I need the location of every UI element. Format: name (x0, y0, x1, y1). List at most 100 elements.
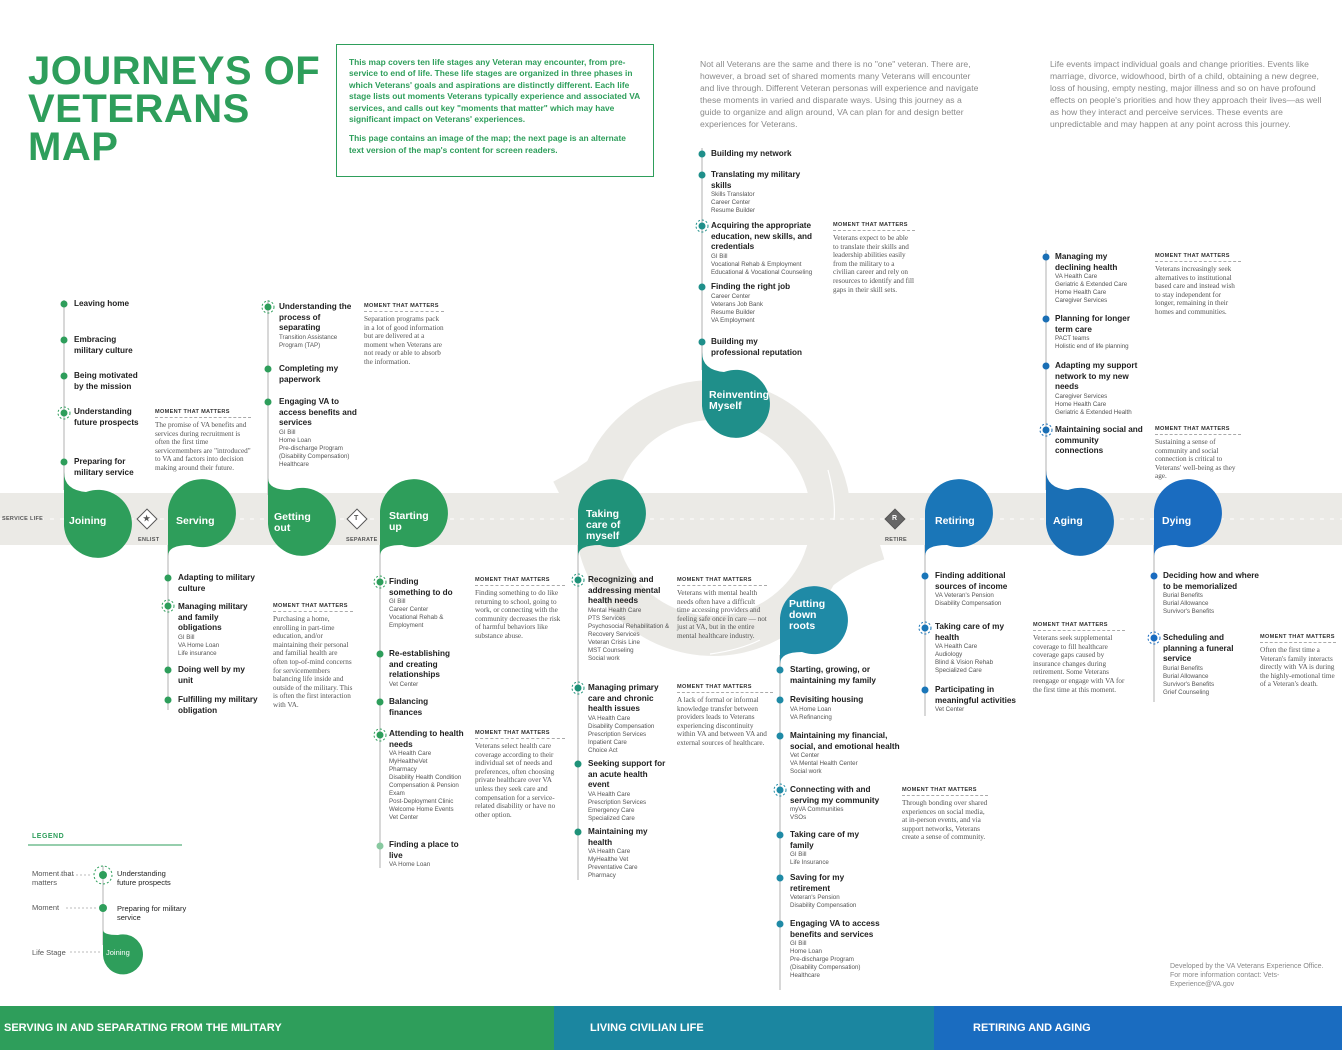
moment-title: Maintaining my financial, social, and em… (790, 731, 900, 751)
service: PACT teams (1055, 335, 1090, 342)
top-note-life-events: Life events impact individual goals and … (1050, 59, 1322, 129)
mtm-text: Separation programs pack in a lot of goo… (364, 315, 444, 366)
stage-label-starting-up: Starting up (389, 510, 429, 533)
mtm-text: Finding something to do like returning t… (475, 589, 561, 640)
service: Pre-discharge Program (Disability Compen… (279, 444, 350, 460)
moment: Finding the right job Career Center Vete… (711, 282, 821, 325)
moment-title: Re-establishing and creating relationshi… (389, 649, 450, 679)
service: Healthcare (279, 460, 309, 468)
service-life-label: SERVICE LIFE (2, 516, 44, 522)
service: Pre-discharge Program (Disability Compen… (790, 956, 861, 971)
retire-marker (884, 508, 906, 530)
mtm-text: Purchasing a home, enrolling in part-tim… (273, 615, 353, 709)
service: Compensation & Pension Exam (389, 782, 459, 797)
mtm-dying: MOMENT THAT MATTERS Often the first time… (1260, 634, 1336, 689)
moment: Being motivated by the mission (74, 371, 138, 391)
service: GI Bill (790, 851, 807, 858)
moment: Participating in meaningful activities V… (935, 685, 1025, 714)
moment-title: Scheduling and planning a funeral servic… (1163, 633, 1234, 663)
service: Skills Translator (711, 191, 755, 198)
mtm-heading: MOMENT THAT MATTERS (902, 787, 988, 796)
phase-banner-retiring: RETIRING AND AGING (934, 1006, 1342, 1050)
service: Preventative Care (588, 864, 638, 871)
service: Vet Center (389, 680, 419, 688)
service: Social work (790, 768, 822, 775)
legend-moment-label: Moment (32, 903, 60, 912)
mtm-heading: MOMENT THAT MATTERS (273, 603, 353, 612)
moment: Taking care of my family GI Bill Life In… (790, 830, 870, 867)
moment-title: Deciding how and where to be memorialize… (1163, 571, 1259, 591)
legend-heading: LEGEND (32, 833, 65, 840)
phase-banner-civilian: LIVING CIVILIAN LIFE (554, 1006, 934, 1050)
moment-title: Seeking support for an acute health even… (588, 759, 666, 789)
service: Specialized Care (588, 814, 635, 822)
mtm-heading: MOMENT THAT MATTERS (833, 222, 915, 231)
moment-title: Engaging VA to access benefits and servi… (790, 919, 880, 939)
moment-title: Engaging VA to access benefits and servi… (279, 397, 357, 427)
stage-label-serving: Serving (176, 515, 215, 527)
service: Prescription Services (588, 730, 647, 738)
stage-starting-up (380, 479, 448, 556)
service: VA Home Loan (178, 641, 220, 649)
service: PTS Services (588, 614, 626, 622)
stage-serving (168, 479, 236, 556)
moment-title: Acquiring the appropriate education, new… (711, 221, 813, 251)
mtm-heading: MOMENT THAT MATTERS (475, 577, 565, 586)
top-note-veterans: Not all Veterans are the same and there … (700, 59, 979, 129)
mtm-text: A lack of formal or informal knowledge t… (677, 696, 767, 747)
service: Inpatient Care (588, 738, 627, 746)
stage-taking-care (578, 479, 646, 556)
stage-reinventing (702, 352, 770, 438)
service: Veterans Job Bank (711, 300, 763, 308)
moment: Balancing finances (389, 697, 429, 717)
service: MST Counseling (588, 646, 634, 654)
moment: Completing my paperwork (279, 364, 339, 384)
stage-label-getting-out: Getting out (274, 511, 311, 534)
enlist-label: ENLIST (138, 537, 160, 543)
mtm-text: Veterans increasingly seek alternatives … (1155, 265, 1235, 316)
moment: Finding additional sources of income VA … (935, 571, 1025, 608)
mtm-reinventing: MOMENT THAT MATTERS Veterans expect to b… (833, 222, 915, 294)
mtm-joining: MOMENT THAT MATTERS The promise of VA be… (155, 409, 251, 473)
service: VA Health Care (588, 848, 631, 855)
service: Welcome Home Events (389, 806, 454, 813)
service: Veteran Crisis Line (588, 638, 640, 646)
mtm-heading: MOMENT THAT MATTERS (1155, 253, 1241, 262)
moment: Understanding the process of separating … (279, 302, 359, 350)
service: Psychosocial Rehabilitation & Recovery S… (588, 622, 670, 638)
service: Transition Assistance Program (TAP) (279, 333, 338, 349)
moment-title: Recognizing and addressing mental health… (588, 575, 661, 605)
legend-mtm-label: Moment that matters (32, 869, 74, 887)
service: Caregiver Services (1055, 392, 1108, 400)
moment-title: Finding additional sources of income (935, 571, 1008, 591)
moment: Managing military and family obligations… (178, 602, 258, 658)
mtm-heading: MOMENT THAT MATTERS (1260, 634, 1336, 643)
moment: Seeking support for an acute health even… (588, 759, 668, 823)
mtm-putting-down-roots: MOMENT THAT MATTERS Through bonding over… (902, 787, 988, 842)
separate-label: SEPARATE (346, 537, 378, 543)
moment: Engaging VA to access benefits and servi… (790, 919, 880, 980)
moment: Maintaining my financial, social, and em… (790, 731, 906, 776)
moment: Taking care of my health VA Health Care … (935, 622, 1015, 675)
moment: Starting, growing, or maintaining my fam… (790, 665, 876, 685)
service: Choice Act (588, 746, 618, 754)
service: Disability Health Condition (389, 774, 462, 781)
stage-getting-out (268, 478, 336, 556)
moment: Deciding how and where to be memorialize… (1163, 571, 1263, 616)
moment-title: Managing military and family obligations (178, 602, 248, 632)
mtm-aging-1: MOMENT THAT MATTERS Veterans increasingl… (1155, 253, 1241, 317)
mtm-starting-up-1: MOMENT THAT MATTERS Finding something to… (475, 577, 565, 641)
legend-stage-label: Life Stage (32, 948, 66, 957)
service: Grief Counseling (1163, 688, 1210, 696)
moment: Preparing for military service (74, 457, 134, 477)
retire-label: RETIRE (885, 537, 907, 543)
service: GI Bill (790, 940, 807, 947)
mtm-text: Often the first time a Veteran's family … (1260, 646, 1335, 689)
retire-symbol: R (892, 515, 898, 522)
service: VA Mental Health Center (790, 760, 858, 767)
mtm-text: Veterans with mental health needs often … (677, 589, 767, 640)
mtm-taking-care-2: MOMENT THAT MATTERS A lack of formal or … (677, 684, 773, 748)
moment: Scheduling and planning a funeral servic… (1163, 633, 1247, 697)
service: GI Bill (711, 252, 728, 260)
footer-line-1: Developed by the VA Veterans Experience … (1170, 963, 1324, 970)
